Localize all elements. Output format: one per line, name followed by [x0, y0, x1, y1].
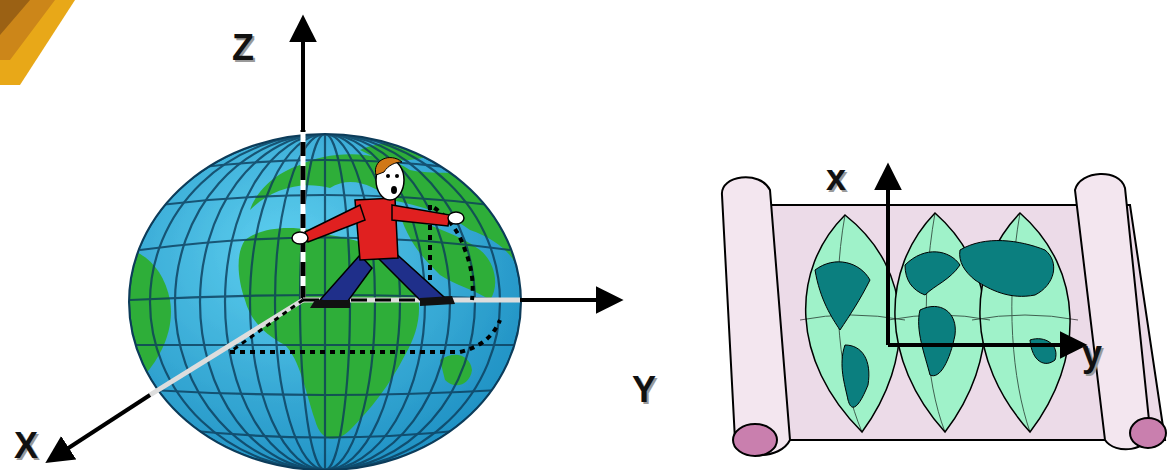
map-scroll — [722, 174, 1166, 456]
map-axes — [888, 168, 1082, 345]
globe — [125, 130, 521, 470]
axis-label: X — [14, 428, 38, 464]
axis-label: y — [1082, 336, 1102, 372]
person-figure — [292, 158, 464, 308]
axis-label: Y — [632, 372, 656, 408]
axis-label: x — [826, 160, 846, 196]
axis-label: Z — [232, 30, 254, 66]
corner-logo — [0, 0, 75, 85]
globe-axes — [50, 20, 618, 460]
